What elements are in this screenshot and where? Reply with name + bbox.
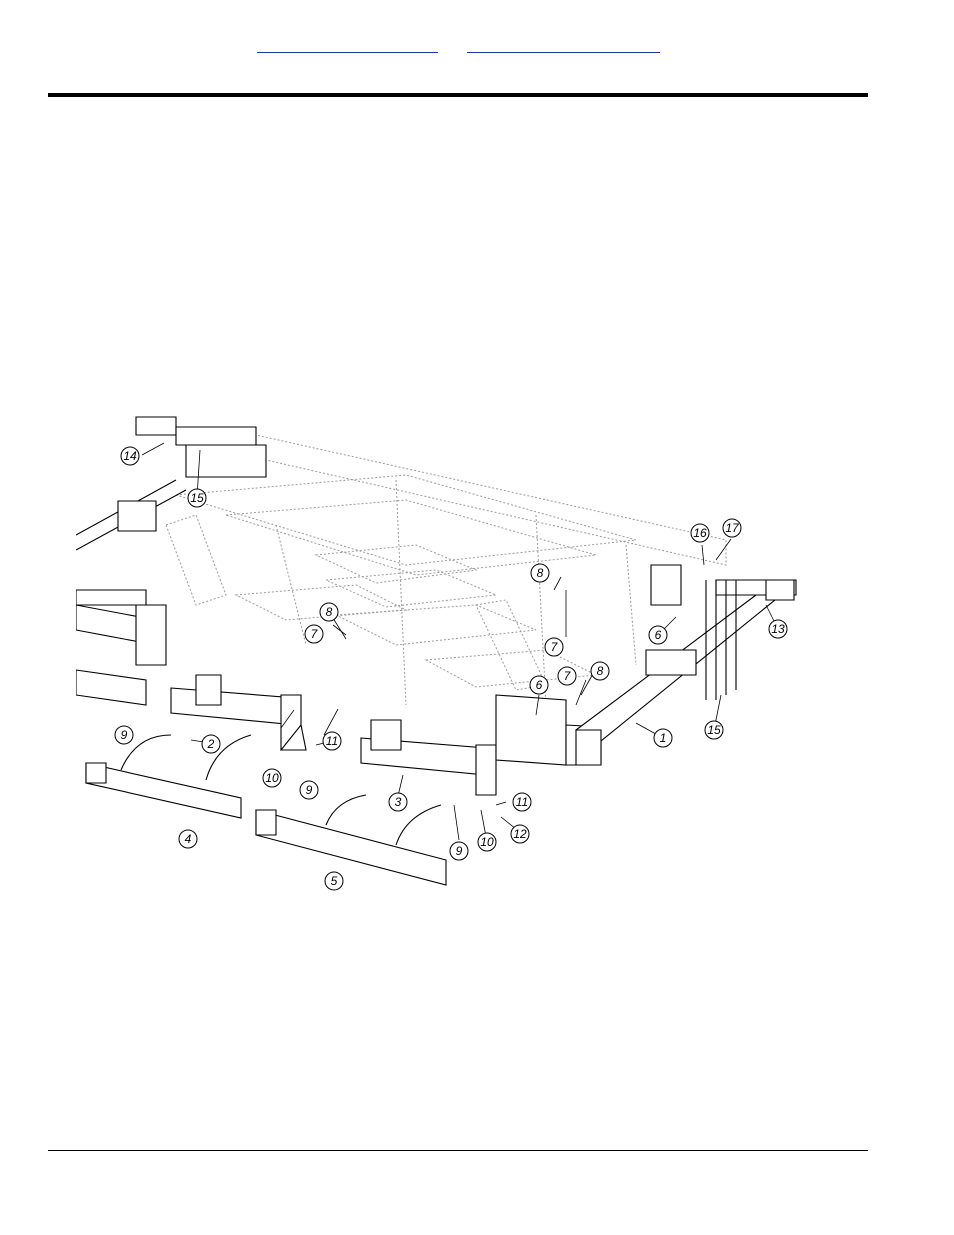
callout-5: 5 — [324, 871, 344, 891]
callout-1: 1 — [653, 728, 673, 748]
callout-7a: 7 — [304, 624, 324, 644]
callout-10b: 10 — [477, 832, 497, 852]
svg-text:12: 12 — [513, 827, 527, 841]
callout-16: 16 — [690, 523, 710, 543]
header-link-right[interactable] — [467, 52, 660, 53]
header-link-left[interactable] — [257, 52, 438, 53]
callout-17: 17 — [722, 518, 742, 538]
svg-text:17: 17 — [725, 521, 740, 535]
svg-text:7: 7 — [551, 640, 559, 654]
svg-text:13: 13 — [771, 622, 785, 636]
svg-text:16: 16 — [693, 526, 707, 540]
callout-15b: 15 — [704, 720, 724, 740]
svg-text:7: 7 — [564, 669, 572, 683]
callout-11a: 11 — [322, 731, 342, 751]
footer-rule — [48, 1150, 868, 1151]
svg-text:10: 10 — [480, 835, 494, 849]
svg-text:9: 9 — [306, 783, 313, 797]
svg-text:11: 11 — [516, 795, 528, 809]
callout-13: 13 — [768, 619, 788, 639]
callout-7b: 7 — [544, 637, 564, 657]
callout-6b: 6 — [529, 675, 549, 695]
callout-12: 12 — [510, 824, 530, 844]
svg-text:14: 14 — [123, 449, 137, 463]
callout-4: 4 — [178, 829, 198, 849]
callout-15a: 15 — [187, 488, 207, 508]
svg-text:15: 15 — [190, 491, 204, 505]
svg-text:9: 9 — [121, 728, 128, 742]
callout-2: 2 — [201, 734, 221, 754]
callout-14: 14 — [120, 446, 140, 466]
callout-7c: 7 — [557, 666, 577, 686]
svg-text:7: 7 — [311, 627, 319, 641]
svg-text:1: 1 — [660, 731, 667, 745]
svg-text:8: 8 — [537, 566, 544, 580]
callout-9b: 9 — [299, 780, 319, 800]
callout-8a: 8 — [319, 602, 339, 622]
callout-6a: 6 — [648, 625, 668, 645]
leader-lines — [141, 442, 777, 843]
header-rule — [48, 93, 868, 97]
svg-text:6: 6 — [655, 628, 662, 642]
callout-9c: 9 — [449, 841, 469, 861]
svg-text:8: 8 — [326, 605, 333, 619]
svg-text:15: 15 — [707, 723, 721, 737]
exploded-parts-diagram: 1 2 3 4 5 6 6 7 7 7 8 8 8 9 9 9 10 10 11… — [76, 416, 797, 891]
solid-parts — [76, 416, 797, 886]
svg-text:9: 9 — [456, 844, 463, 858]
callout-3: 3 — [388, 792, 408, 812]
svg-text:4: 4 — [185, 832, 192, 846]
svg-text:10: 10 — [265, 771, 279, 785]
svg-text:11: 11 — [326, 734, 338, 748]
svg-text:8: 8 — [597, 664, 604, 678]
callout-11b: 11 — [512, 792, 532, 812]
svg-text:3: 3 — [395, 795, 402, 809]
callout-10a: 10 — [262, 768, 282, 788]
svg-text:6: 6 — [536, 678, 543, 692]
callout-8b: 8 — [530, 563, 550, 583]
callout-8c: 8 — [590, 661, 610, 681]
svg-text:5: 5 — [331, 874, 338, 888]
svg-text:2: 2 — [207, 737, 215, 751]
callout-9a: 9 — [114, 725, 134, 745]
